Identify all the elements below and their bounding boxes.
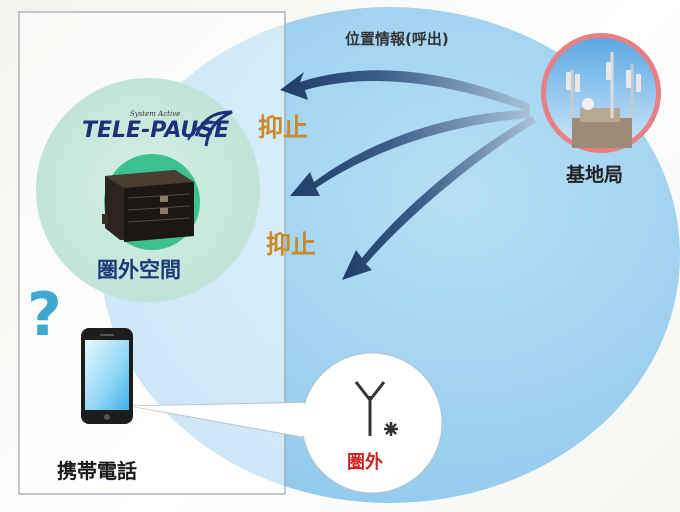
- logo-subtext: System Active: [130, 110, 181, 118]
- out-of-range-space-label: 圏外空間: [97, 258, 181, 282]
- mobile-phone-label: 携帯電話: [57, 459, 137, 483]
- out-of-range-label: 圏外: [347, 452, 383, 473]
- suppress-label-top: 抑止: [258, 113, 309, 142]
- suppress-label-bottom: 抑止: [266, 230, 317, 259]
- arrow-middle: [290, 110, 530, 196]
- jammer-device-icon: [102, 170, 194, 242]
- question-mark-icon: ?: [27, 280, 62, 350]
- signal-arrows: [280, 70, 536, 280]
- antenna-no-signal-icon: [354, 381, 398, 436]
- location-info-label: 位置情報(呼出): [345, 30, 449, 48]
- arrow-top: [280, 70, 530, 112]
- base-station-tower: [541, 33, 661, 153]
- arrow-bottom: [342, 116, 536, 280]
- logo-text: TELE-PAUSE: [82, 118, 230, 143]
- smartphone-icon: [81, 328, 133, 424]
- base-station-label: 基地局: [566, 164, 624, 186]
- logo-swoosh: [194, 110, 233, 147]
